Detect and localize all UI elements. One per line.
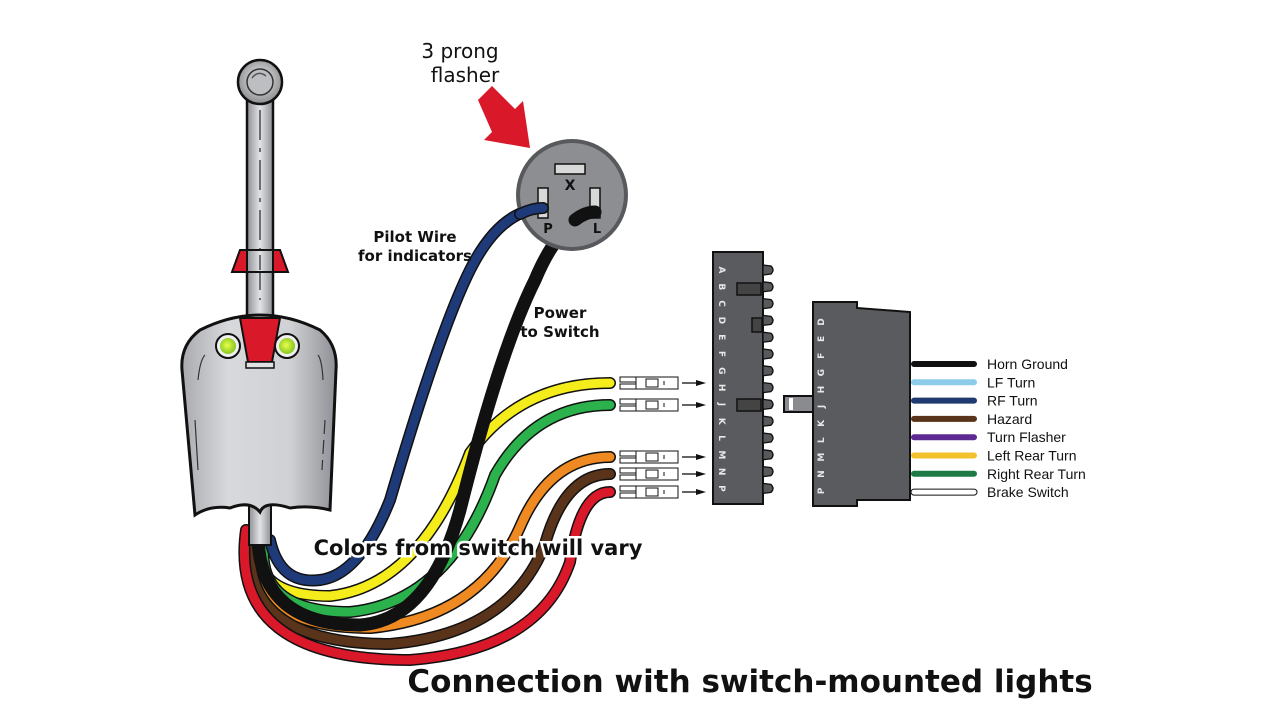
flasher-pin-p-label: P [543,222,553,237]
legend-wire-swatch [911,379,977,386]
legend-label: Right Rear Turn [987,466,1086,482]
legend-label: Left Rear Turn [987,448,1077,464]
turn-signal-switch [180,58,338,546]
pilot-wire-label-line1: Pilot Wire [373,228,456,246]
connector-pin-label: F [817,353,827,359]
legend-item: Hazard [911,411,1032,427]
connector-pin-label: P [716,485,726,492]
connector-pin-label: P [817,487,827,494]
wire-black [253,207,600,631]
legend-wire-swatch [910,488,978,496]
wire-red [240,487,615,665]
connector-pin-label: N [716,468,726,476]
connector-pin-label: H [817,386,827,394]
pilot-wire-label-line2: for indicators [358,247,472,265]
legend-item: Horn Ground [911,356,1068,372]
flasher-pointer-arrow-icon [478,86,530,148]
power-label-line2: to Switch [520,323,599,341]
flasher-wire-ends [514,202,602,227]
connector-pin-label: K [716,418,726,426]
connector-pin-label: B [716,283,726,290]
connector-pin-label: J [716,402,726,406]
connector-pin-label: E [716,334,726,340]
connector-pin-label: M [817,453,827,462]
connector-tooth [762,314,774,327]
switch-connector: A B C D E F G H J K L M N P [712,251,774,505]
connector-pin-label: G [716,367,726,374]
connector-pin-label: N [817,470,827,478]
connector-tooth [762,432,774,444]
spade-terminal-J [619,398,706,412]
three-prong-flasher: X P L [516,139,628,251]
legend-label: RF Turn [987,393,1038,409]
wire-orange [249,452,615,633]
connector-tooth [762,381,774,394]
connector-tooth [762,348,774,360]
connector-tooth [762,415,774,427]
connector-pin-label: K [817,419,827,427]
wire-navy [265,203,548,585]
spade-terminals [619,376,706,499]
connector-pin-label: D [716,317,726,324]
legend-label: Turn Flasher [987,429,1066,445]
connector-pin-label: G [817,369,827,376]
legend-wire-swatch [911,470,977,477]
power-label-line1: Power [534,304,587,322]
legend-item: Right Rear Turn [911,466,1086,482]
connector-latch-tab[interactable] [783,395,815,413]
connector-tooth [762,465,774,478]
connector-tooth [762,482,774,495]
flasher-pin-x-label: X [565,178,576,194]
colors-vary-note: Colors from switch will vary [314,536,643,560]
connector-pin-label: L [716,435,726,441]
wire-end-black [570,207,600,225]
connector-pin-label: H [716,384,726,392]
legend-wire-swatch [911,434,977,441]
spade-terminal-M [619,450,706,464]
connector-tooth [762,449,774,461]
legend-wire-swatch [911,361,977,367]
spade-terminal-N [619,467,706,481]
connector-tooth [762,398,774,411]
legend-item: Turn Flasher [911,429,1066,445]
legend-wire-swatch [911,452,977,459]
connector-tooth [762,365,774,377]
flasher-pin-x [554,163,586,175]
wire-end-navy [515,203,548,219]
connector-pin-label: E [817,336,827,342]
legend-label: Horn Ground [987,356,1068,372]
connector-tooth [762,297,774,310]
legend-label: Hazard [987,411,1032,427]
connector-pin-label: J [817,405,827,409]
legend-label: LF Turn [987,374,1035,390]
connector-tooth [762,281,774,293]
connector-pin-label: F [716,351,726,357]
connector-pin-label: C [716,300,726,307]
flasher-wire-group [251,202,602,632]
legend-item: Brake Switch [910,484,1069,500]
spade-terminal-P [619,485,706,499]
legend-label: Brake Switch [987,484,1069,500]
connector-tooth [762,264,774,276]
legend-wire-swatch [911,415,977,422]
vehicle-harness-connector: D E F G H J K L MN P [812,301,911,507]
connector-pin-label: L [817,437,827,443]
legend-item: RF Turn [911,393,1038,409]
connector-pin-label: A [716,267,726,274]
connector-pin-label: D [817,318,827,325]
flasher-pin-l-label: L [593,222,601,237]
flasher-label-line1: 3 prong [421,39,498,63]
connector-pin-label: M [716,450,726,459]
legend-item: LF Turn [911,374,1035,390]
switch-housing [180,313,338,518]
legend-wire-swatch [911,397,977,404]
wire-brown [245,469,615,649]
flasher-label-line2: flasher [431,63,500,87]
connector-tooth [762,331,774,343]
legend-item: Left Rear Turn [911,448,1077,464]
spade-terminal-H [619,376,706,390]
diagram-title: Connection with switch-mounted lights [407,664,1092,700]
hazard-button[interactable] [238,317,282,363]
